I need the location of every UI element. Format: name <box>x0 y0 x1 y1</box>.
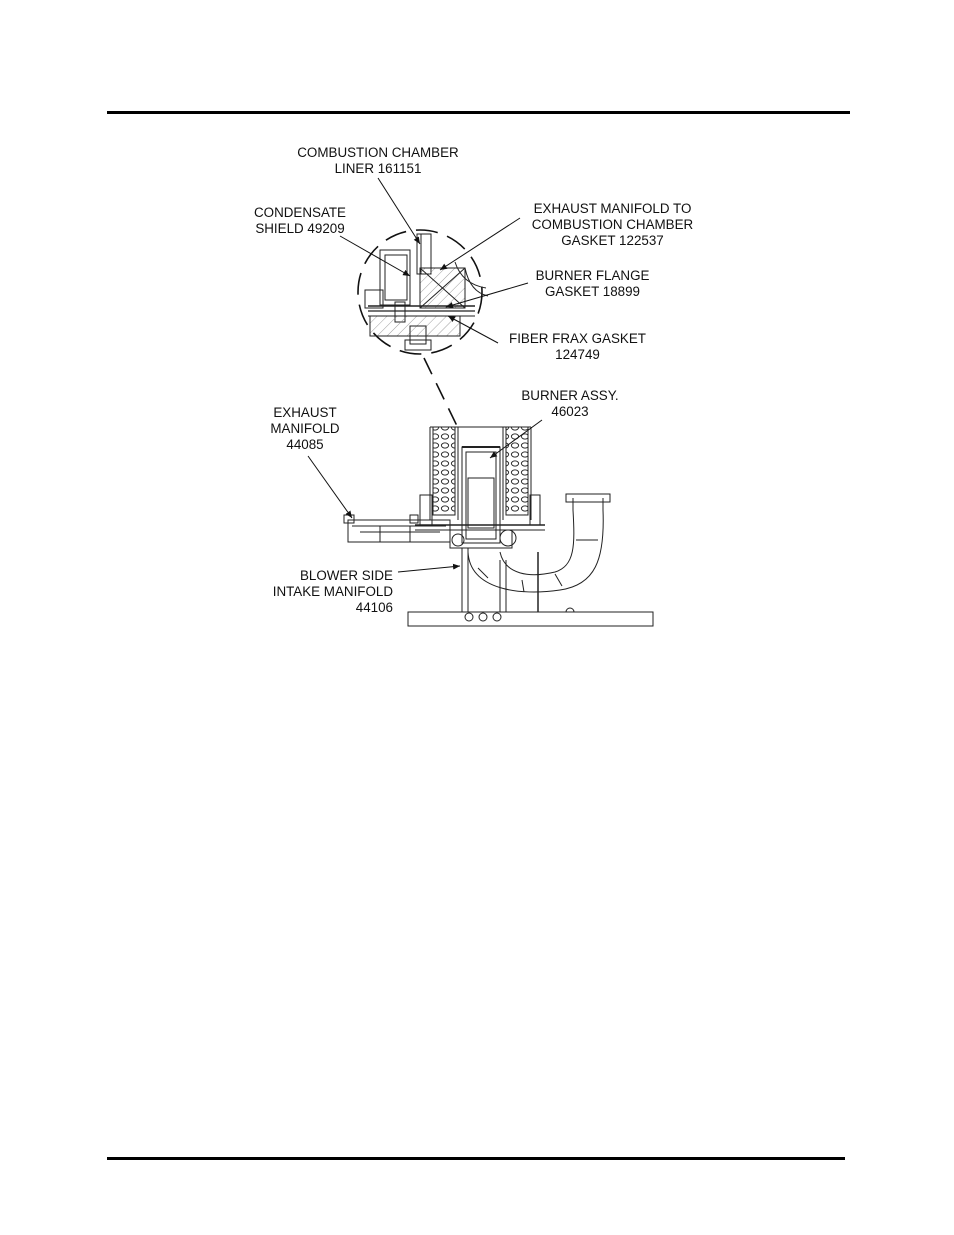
label-blower-side-intake: BLOWER SIDE INTAKE MANIFOLD 44106 <box>272 568 393 615</box>
label-combustion-chamber-liner: COMBUSTION CHAMBER LINER 161151 <box>297 145 459 176</box>
main-leaders <box>308 420 542 572</box>
label-condensate-shield: CONDENSATE SHIELD 49209 <box>253 205 346 236</box>
detail-leaders <box>340 178 528 343</box>
label-burner-flange-gasket: BURNER FLANGE GASKET 18899 <box>535 268 650 299</box>
detail-callout <box>358 230 482 428</box>
label-exhaust-manifold-gasket: EXHAUST MANIFOLD TO COMBUSTION CHAMBER G… <box>531 201 694 248</box>
label-fiber-frax-gasket: FIBER FRAX GASKET 124749 <box>509 331 646 362</box>
detail-view <box>365 234 488 350</box>
label-burner-assy: BURNER ASSY. 46023 <box>521 388 619 419</box>
label-exhaust-manifold: EXHAUST MANIFOLD 44085 <box>270 405 340 452</box>
burner-assembly <box>344 427 653 626</box>
footer-rule <box>107 1157 845 1160</box>
header-rule <box>107 111 850 114</box>
